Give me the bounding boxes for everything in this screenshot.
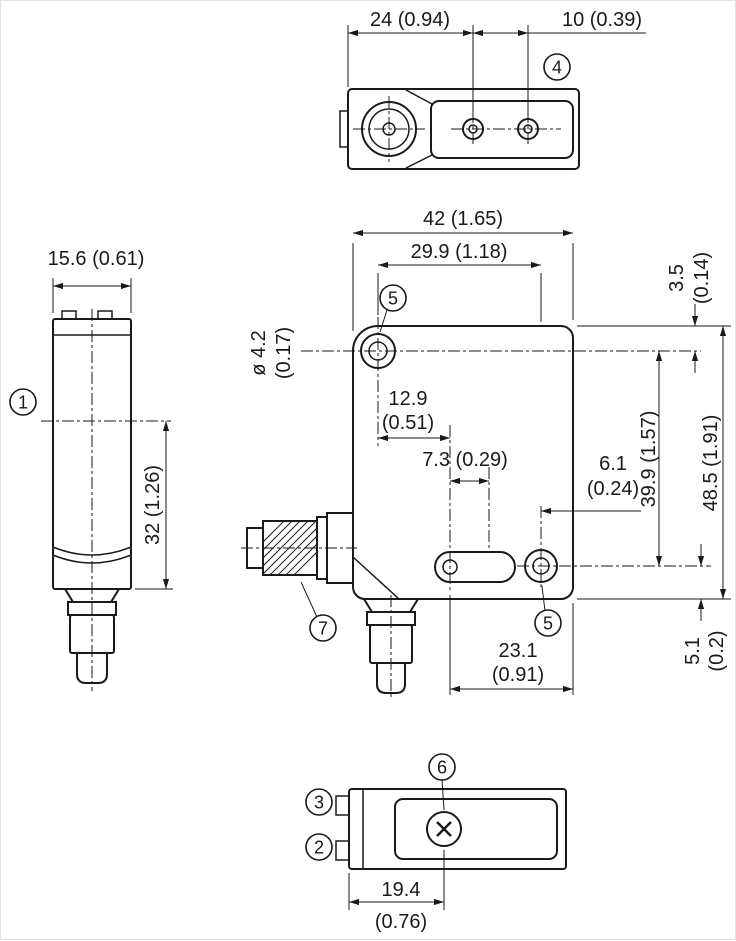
side-view: 15.6 (0.61) 1 32 (1.26) xyxy=(9,248,173,691)
edge-line xyxy=(405,154,433,169)
dim-hole-height-span: 39.9 (1.57) xyxy=(638,411,660,508)
dim-bottom-offset-mm: 5.1 xyxy=(682,637,704,665)
leader-line xyxy=(379,309,388,333)
dim-edge-offset-in: (0.24) xyxy=(587,478,639,500)
knurl-hatch xyxy=(264,522,316,574)
radial-connector-stub xyxy=(241,512,357,584)
dim-beam-gap: 7.3 (0.29) xyxy=(422,449,508,471)
dim-front-top-offset-in: (0.14) xyxy=(691,252,713,304)
dim-front-hole-span: 29.9 (1.18) xyxy=(411,241,508,263)
leader-line xyxy=(541,585,546,612)
dim-top-hole-gap: 10 (0.39) xyxy=(562,9,642,31)
dim-total-height: 48.5 (1.91) xyxy=(700,415,722,512)
callout-circle xyxy=(534,609,562,637)
dim-slot-span-in: (0.91) xyxy=(492,664,544,686)
callout-number: 2 xyxy=(314,838,324,858)
top-boss xyxy=(61,310,77,320)
callout-circle xyxy=(9,388,37,416)
clip-tab xyxy=(335,840,350,861)
callout-1: 1 xyxy=(9,388,37,416)
callout-number: 1 xyxy=(18,393,28,413)
dim-side-width: 15.6 (0.61) xyxy=(48,248,145,270)
clip-tab xyxy=(335,795,350,816)
callout-circle xyxy=(379,284,407,312)
callout-4: 4 xyxy=(543,53,571,81)
dim-edge-offset-mm: 6.1 xyxy=(599,453,627,475)
callout-7: 7 xyxy=(300,581,337,642)
screw-cross xyxy=(436,821,452,837)
slot xyxy=(434,551,516,583)
axial-connector xyxy=(362,595,420,699)
dim-lens-offset-mm: 12.9 xyxy=(389,388,428,410)
dim-hole-dia-in: (0.17) xyxy=(273,327,295,379)
dim-front-top-offset-mm: 3.5 xyxy=(666,264,688,292)
bottom-plate xyxy=(394,798,558,860)
bottom-view: 6 3 2 19.4 (0.76) xyxy=(305,753,567,933)
top-view: 24 (0.94) 10 (0.39) 4 xyxy=(339,9,646,170)
top-clip xyxy=(339,110,349,148)
callout-number: 5 xyxy=(543,614,553,634)
callout-number: 6 xyxy=(437,758,447,778)
connector-tip xyxy=(76,652,108,684)
dim-side-height: 32 (1.26) xyxy=(142,465,164,545)
top-boss xyxy=(97,310,113,320)
edge-line xyxy=(405,89,433,105)
callout-5-bottom: 5 xyxy=(534,585,562,637)
front-view: 42 (1.65) 29.9 (1.18) 5 ø 4.2 (0.17) 12.… xyxy=(241,208,731,699)
callout-5-top: 5 xyxy=(379,284,407,333)
dim-screw-offset-mm: 19.4 xyxy=(382,879,421,901)
dim-screw-offset-in: (0.76) xyxy=(375,911,427,933)
dim-top-width: 24 (0.94) xyxy=(370,9,450,31)
callout-3: 3 xyxy=(305,788,333,816)
dim-slot-span-mm: 23.1 xyxy=(499,640,538,662)
adjustment-screw xyxy=(426,811,462,847)
slot-hole xyxy=(442,559,458,575)
callout-circle xyxy=(305,833,333,861)
callout-2: 2 xyxy=(305,833,333,861)
leader-line xyxy=(441,779,445,811)
dim-hole-dia-mm: ø 4.2 xyxy=(248,330,270,376)
leader-line xyxy=(300,581,318,618)
callout-number: 7 xyxy=(318,619,328,639)
dim-bottom-offset-in: (0.2) xyxy=(706,630,728,671)
seam-line xyxy=(352,556,400,600)
callout-number: 3 xyxy=(314,793,324,813)
dim-lens-offset-in: (0.51) xyxy=(382,412,434,434)
callout-circle xyxy=(309,614,337,642)
callout-6: 6 xyxy=(428,753,456,811)
dim-front-width: 42 (1.65) xyxy=(423,208,503,230)
connector-tip xyxy=(376,662,406,694)
mounting-plate xyxy=(430,100,574,159)
callout-number: 5 xyxy=(388,289,398,309)
callout-circle xyxy=(305,788,333,816)
side-connector xyxy=(63,588,121,684)
callout-number: 4 xyxy=(552,58,562,78)
bottom-body-outline xyxy=(348,788,567,870)
callout-circle xyxy=(543,53,571,81)
